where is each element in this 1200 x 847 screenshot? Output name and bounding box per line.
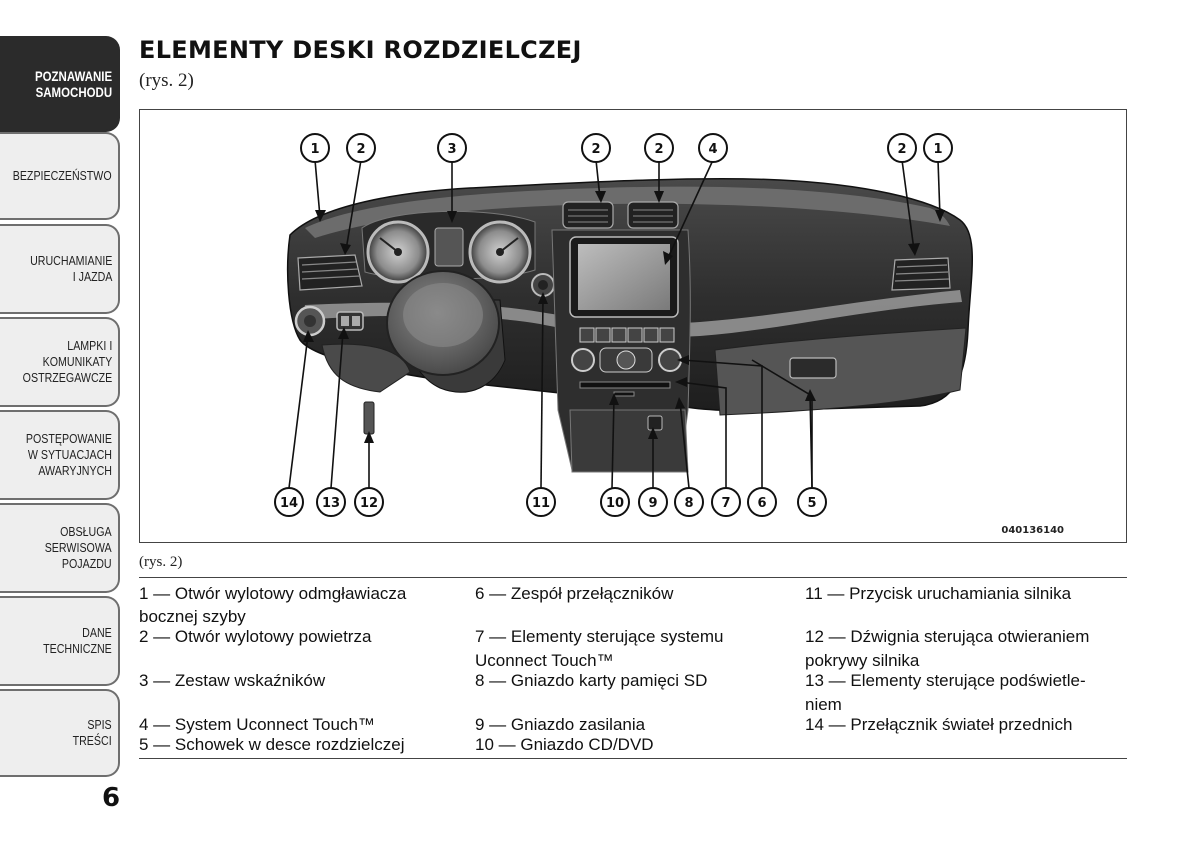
glovebox-handle: [789, 357, 837, 379]
tab-lampki-i-komunikaty[interactable]: LAMPKI I KOMUNIKATY OSTRZEGAWCZE: [0, 317, 120, 407]
legend-item: 4 — System Uconnect Touch™: [139, 715, 375, 734]
sd-card-slot: [613, 391, 635, 397]
figure-caption: (rys. 2): [139, 554, 183, 570]
tab-label: POSTĘPOWANIE W SYTUACJACH AWARYJNYCH: [25, 431, 113, 478]
switch-bank: [579, 327, 675, 343]
tab-label: LAMPKI I KOMUNIKATY OSTRZEGAWCZE: [22, 338, 112, 385]
callout-bottom-4: 11: [532, 496, 550, 511]
tab-label: BEZPIECZEŃSTWO: [13, 168, 112, 183]
tab-spis-tresci[interactable]: SPIS TREŚCI: [0, 689, 120, 777]
callout-top-5: 2: [654, 142, 663, 157]
legend-bottom-divider: [139, 758, 1127, 759]
left-air-vent: [297, 254, 363, 291]
legend-item: 14 — Przełącznik świateł przednich: [805, 715, 1073, 734]
tab-obsluga-serwisowa[interactable]: OBSŁUGA SERWISOWA POJAZDU: [0, 503, 120, 593]
legend-item: niem: [805, 695, 842, 714]
legend-item: 7 — Elementy sterujące systemu: [475, 627, 724, 646]
passenger-panel: [714, 327, 967, 416]
figure-code: 040136140: [1001, 525, 1064, 536]
legend-item: 5 — Schowek w desce rozdzielczej: [139, 735, 405, 754]
dashboard-top-ridge: [305, 186, 950, 238]
tab-postepowanie-awaryjne[interactable]: POSTĘPOWANIE W SYTUACJACH AWARYJNYCH: [0, 410, 120, 500]
cluster-display: [434, 227, 464, 267]
legend-item: 8 — Gniazdo karty pamięci SD: [475, 671, 708, 690]
callout-bottom-2: 13: [322, 496, 340, 511]
center-vent-left: [562, 201, 614, 229]
hood-release-lever: [363, 401, 375, 435]
legend-item: 11 — Przycisk uruchamiania silnika: [805, 584, 1072, 603]
uconnect-touch-screen: [578, 244, 670, 310]
legend-item: 10 — Gniazdo CD/DVD: [475, 735, 654, 754]
page-number: 6: [102, 783, 121, 813]
dashboard-illustration: 1 2 3 2 2 4 2 1 14 13 12 11 10 9 8 7 6 5: [274, 133, 973, 517]
cd-dvd-slot: [579, 381, 671, 389]
lower-console: [569, 409, 689, 473]
tab-label: URUCHAMIANIE I JAZDA: [29, 253, 112, 284]
tab-bezpieczenstwo[interactable]: BEZPIECZEŃSTWO: [0, 132, 120, 220]
callout-top-6: 4: [708, 142, 717, 157]
legend-item: pokrywy silnika: [805, 651, 920, 670]
page-title: ELEMENTY DESKI ROZDZIELCZEJ: [139, 36, 582, 64]
callout-bottom-3: 12: [360, 496, 378, 511]
callout-top-8: 1: [933, 142, 942, 157]
tab-poznawanie-samochodu[interactable]: POZNAWANIE SAMOCHODU: [0, 36, 120, 132]
caption-divider: [139, 577, 1127, 578]
callout-bottom-1: 14: [280, 496, 298, 511]
legend-item: 1 — Otwór wylotowy odmgławiacza: [139, 584, 407, 603]
tab-label: DANE TECHNICZNE: [43, 625, 112, 656]
power-outlet: [647, 415, 663, 431]
left-control-knob: [571, 348, 595, 372]
callout-bottom-8: 7: [721, 496, 730, 511]
callout-bottom-5: 10: [606, 496, 624, 511]
dashboard-figure: 1 2 3 2 2 4 2 1 14 13 12 11 10 9 8 7 6 5…: [139, 109, 1127, 543]
tab-label: SPIS TREŚCI: [72, 717, 112, 748]
callout-top-7: 2: [897, 142, 906, 157]
callout-bottom-9: 6: [757, 496, 766, 511]
legend-item: Uconnect Touch™: [475, 651, 614, 670]
page-subtitle: (rys. 2): [139, 70, 194, 91]
center-vent-right: [627, 201, 679, 229]
tab-label: POZNAWANIE SAMOCHODU: [34, 68, 112, 100]
tab-dane-techniczne[interactable]: DANE TECHNICZNE: [0, 596, 120, 686]
tab-uruchamianie-i-jazda[interactable]: URUCHAMIANIE I JAZDA: [0, 224, 120, 314]
callout-bottom-6: 9: [648, 496, 657, 511]
legend-item: 13 — Elementy sterujące podświetle-: [805, 671, 1086, 690]
legend-item: 3 — Zestaw wskaźników: [139, 671, 326, 690]
legend-item: 9 — Gniazdo zasilania: [475, 715, 646, 734]
legend-item: bocznej szyby: [139, 607, 246, 626]
legend-item: 12 — Dźwignia sterująca otwieraniem: [805, 627, 1090, 646]
legend-item: 6 — Zespół przełączników: [475, 584, 674, 603]
callout-top-1: 1: [310, 142, 319, 157]
callout-top-3: 3: [447, 142, 456, 157]
callout-top-2: 2: [356, 142, 365, 157]
callout-bottom-10: 5: [807, 496, 816, 511]
legend-item: 2 — Otwór wylotowy powietrza: [139, 627, 372, 646]
knee-panel-left: [321, 343, 411, 393]
callout-top-4: 2: [591, 142, 600, 157]
callout-bottom-7: 8: [684, 496, 693, 511]
tab-label: OBSŁUGA SERWISOWA POJAZDU: [45, 524, 112, 571]
